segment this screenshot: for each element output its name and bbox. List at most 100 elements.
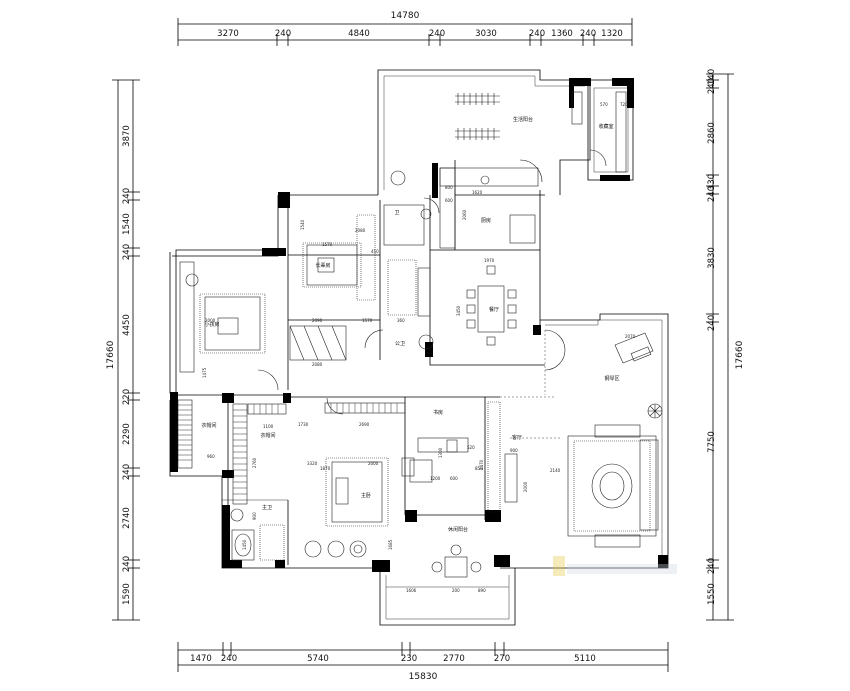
left-dim: 240 <box>122 244 132 260</box>
bathtub-icon <box>231 529 255 561</box>
top-dimensions: 14780 3270 240 4840 240 3030 240 1360 24… <box>177 11 633 46</box>
annotation: 2000 <box>523 481 528 492</box>
left-dim: 4450 <box>122 314 132 336</box>
armchair-icon <box>304 540 367 558</box>
annotation: 2000 <box>368 461 379 466</box>
piano-icon <box>614 332 654 364</box>
bottom-dim: 230 <box>401 654 417 664</box>
bottom-total-dim: 15830 <box>409 672 438 682</box>
left-dim: 240 <box>122 464 132 480</box>
room-label-child-room: 小孩房 <box>204 321 219 328</box>
right-dim: 240 <box>707 78 717 94</box>
shower-icon <box>387 259 417 316</box>
shelf-icon <box>571 91 583 125</box>
annotation: 2070 <box>625 334 636 339</box>
room-label-leisure-balcony: 休闲阳台 <box>448 526 468 533</box>
room-label-storage: 收藏室 <box>598 123 613 130</box>
shower-icon <box>259 524 285 561</box>
wardrobe-icon <box>324 402 406 414</box>
annotation: 1540 <box>300 219 305 230</box>
door-swing-icon <box>326 397 344 415</box>
annotation: 2080 <box>312 362 323 367</box>
right-dim: 3830 <box>707 247 717 269</box>
stove-icon <box>509 214 536 244</box>
top-dim: 240 <box>429 29 445 39</box>
right-dim: 1550 <box>707 583 717 605</box>
room-label-public-bath: 公卫 <box>395 341 405 347</box>
nightstand-icon <box>401 457 415 477</box>
desk-icon <box>417 437 469 453</box>
annotation: 3320 <box>307 461 318 466</box>
room-label-master-bath: 主卫 <box>262 504 272 511</box>
left-dim: 1590 <box>122 583 132 605</box>
sink-icon <box>480 175 490 185</box>
bathtub-icon <box>234 533 252 557</box>
left-dim: 240 <box>122 188 132 204</box>
bed-icon <box>302 242 362 288</box>
door-swing-icon <box>544 329 566 371</box>
chair-icon <box>185 273 199 287</box>
room-label-closet-right: 衣帽间 <box>260 432 275 439</box>
room-dimension-annotations: 1620 800 600 2060 570 720 1570 2080 450 … <box>202 102 636 593</box>
annotation: 1620 <box>472 190 483 195</box>
bathroom-fixture-icon <box>417 267 431 317</box>
annotation: 2060 <box>462 209 467 220</box>
toilet-icon <box>230 508 244 522</box>
dining-table-icon <box>431 544 482 578</box>
right-total-dim: 17660 <box>735 340 745 369</box>
room-label-elder-room: 长辈房 <box>315 262 330 269</box>
wardrobe-icon <box>232 403 248 505</box>
right-dim: 240 <box>707 186 717 202</box>
annotation: 720 <box>620 102 628 107</box>
annotation: 200 <box>452 588 460 593</box>
bottom-dim: 5110 <box>574 654 596 664</box>
top-dim: 1320 <box>601 29 623 39</box>
top-dim: 3030 <box>475 29 497 39</box>
annotation: 1570 <box>362 318 373 323</box>
kitchen-counter-icon <box>439 167 456 249</box>
annotation: 1200 <box>430 476 441 481</box>
annotation: 1685 <box>388 539 393 550</box>
room-label-dining: 餐厅 <box>489 306 499 313</box>
top-dim: 240 <box>529 29 545 39</box>
shelf-icon <box>615 91 627 173</box>
dining-chair-icon <box>466 265 517 346</box>
annotation: 890 <box>478 588 486 593</box>
annotation: 2470 <box>479 459 484 470</box>
bathroom-fixture-icon <box>383 204 425 246</box>
bottom-dim: 2770 <box>443 654 465 664</box>
annotation: 1970 <box>484 258 495 263</box>
room-label-kitchen: 厨房 <box>481 217 491 224</box>
annotation: 2690 <box>359 422 370 427</box>
right-dim: 7750 <box>707 431 717 453</box>
top-dim: 4840 <box>348 29 370 39</box>
wardrobe-icon <box>179 261 195 373</box>
annotation: 570 <box>600 102 608 107</box>
top-dim: 3270 <box>217 29 239 39</box>
left-dim: 3870 <box>122 125 132 147</box>
right-dim: 240 <box>707 558 717 574</box>
top-dim: 1360 <box>551 29 573 39</box>
annotation: 2140 <box>550 468 561 473</box>
annotation: 2000 <box>205 318 216 323</box>
annotation: 1730 <box>298 422 309 427</box>
furniture <box>177 91 663 588</box>
annotation: 600 <box>450 476 458 481</box>
top-dim: 240 <box>580 29 596 39</box>
bottom-dim: 270 <box>494 654 510 664</box>
annotation: 1450 <box>242 539 247 550</box>
bookshelf-icon <box>487 401 501 513</box>
annotation: 1100 <box>263 424 274 429</box>
sofa-icon <box>409 459 433 483</box>
top-total-dim: 14780 <box>391 11 420 21</box>
bottom-dim: 240 <box>221 654 237 664</box>
door-swing-icon <box>257 369 279 391</box>
room-label-closet-left: 衣帽间 <box>201 422 216 429</box>
right-dim: 330 <box>707 174 717 190</box>
annotation: 900 <box>510 448 518 453</box>
room-label-study: 书房 <box>433 409 443 416</box>
left-dim: 240 <box>122 556 132 572</box>
annotation: 1300 <box>438 447 443 458</box>
watermark-icon <box>553 556 677 576</box>
